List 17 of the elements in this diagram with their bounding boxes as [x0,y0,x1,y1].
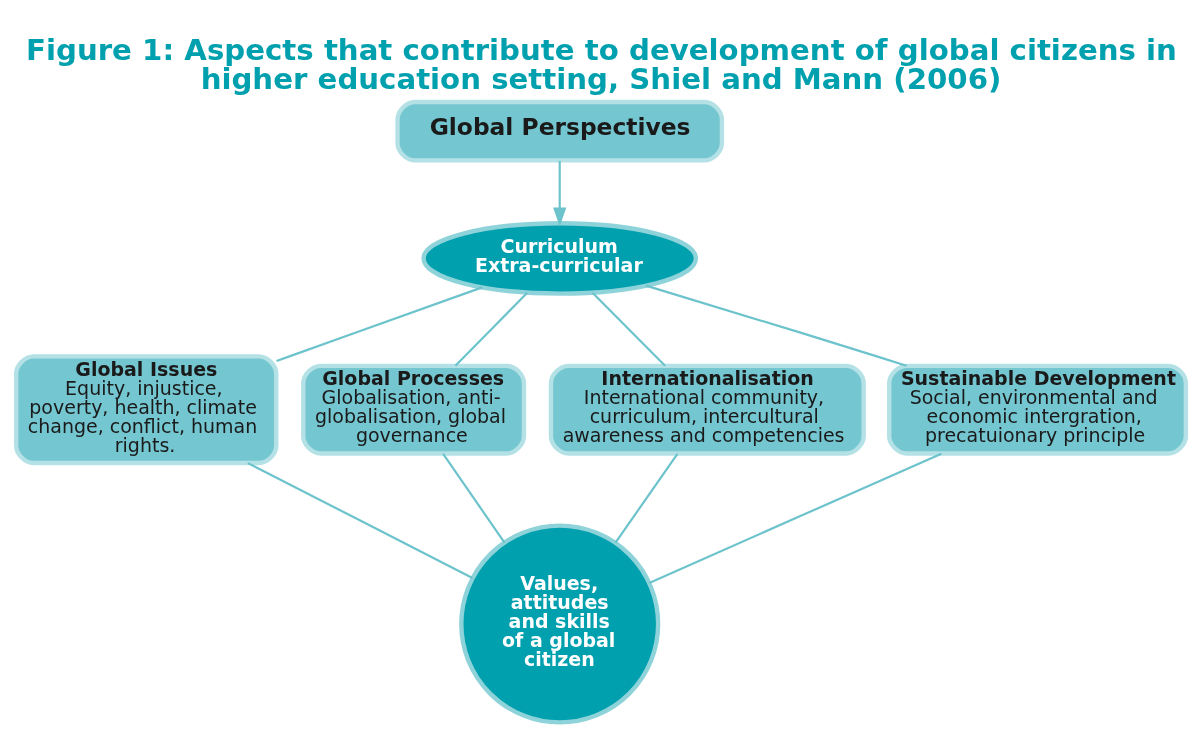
connector [276,286,483,362]
node-circle: Values, attitudes and skills of a global citizen [459,523,661,725]
connector [442,453,506,544]
node-box: Global Perspectives [395,99,725,163]
arrow [553,160,567,227]
node-box: Sustainable Development Social, environmental and economic intergration, precatuionary principle [887,363,1189,456]
node-box: Global Processes Globalisation, anti-globalisation, global governance [301,363,527,456]
connector [247,462,473,579]
connector [645,284,907,367]
connector [454,292,529,367]
diagram-title: Figure 1: Aspects that contribute to development of global citizens in higher education setting, Shiel and Mann (2006) [26,32,1177,96]
connector [648,452,942,584]
node-box: Internationalisation International community, curriculum, intercultural awareness and competencies [548,363,866,456]
node-box: Global Issues Equity, injustice, poverty, health, climate change, conflict, human rights. [13,354,279,466]
connector [591,292,666,367]
connector [614,453,679,544]
node-ellipse: Curriculum Extra-curricular [421,221,699,296]
